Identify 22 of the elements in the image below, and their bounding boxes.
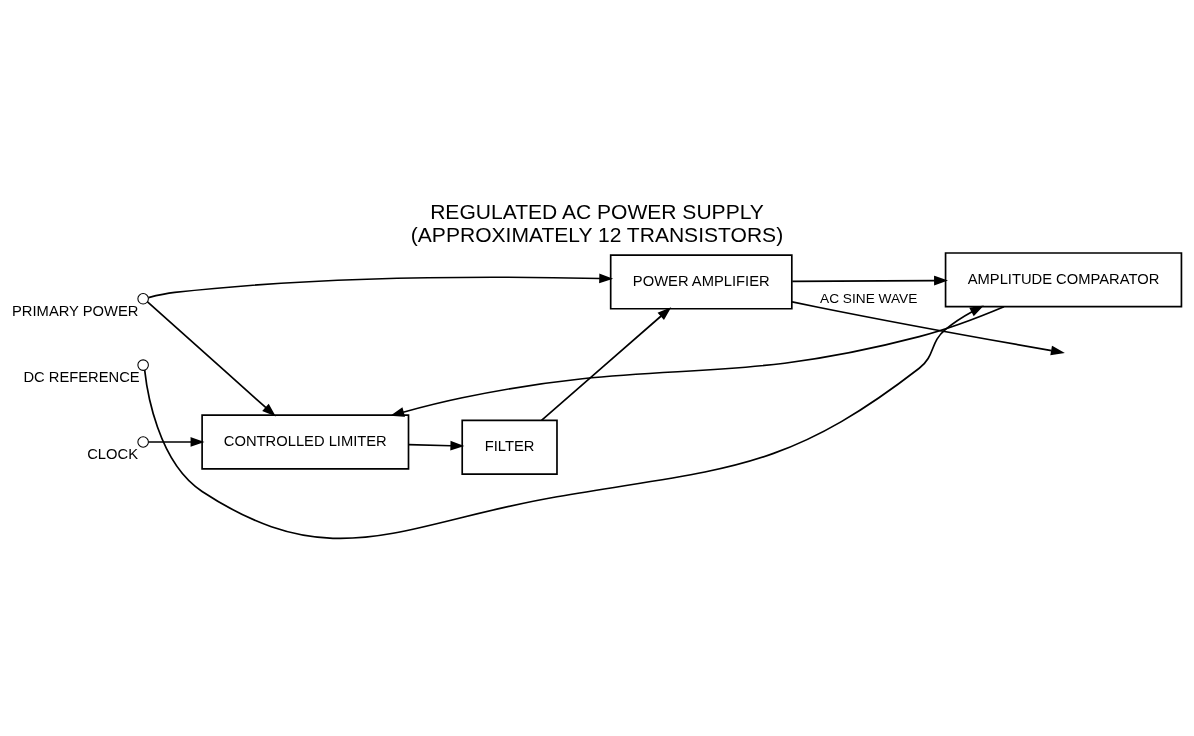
arrow <box>791 275 948 285</box>
arrow <box>407 440 465 451</box>
arrow <box>540 306 672 421</box>
edge-label: AC SINE WAVE <box>820 290 918 306</box>
arrow <box>147 436 205 447</box>
caption: (APPROXIMATELY 12 TRANSISTORS) <box>410 222 784 246</box>
arrow <box>147 273 614 298</box>
node-box: CONTROLLED LIMITER <box>201 413 410 470</box>
node-box: AMPLITUDE COMPARATOR <box>944 251 1183 307</box>
arrow <box>390 305 1005 417</box>
diagram-title: REGULATED AC POWER SUPPLY <box>430 199 764 223</box>
node-circle <box>137 435 149 448</box>
arrow <box>143 305 984 539</box>
node-circle <box>137 292 149 305</box>
arrow <box>146 300 276 417</box>
node-circle <box>137 358 149 371</box>
arrow <box>791 300 1065 355</box>
node-box: POWER AMPLIFIER <box>609 253 793 310</box>
node-box: FILTER <box>461 419 558 475</box>
node-label: DC REFERENCE <box>23 368 140 385</box>
node-label: CLOCK <box>87 445 138 462</box>
node-label: PRIMARY POWER <box>12 302 139 319</box>
